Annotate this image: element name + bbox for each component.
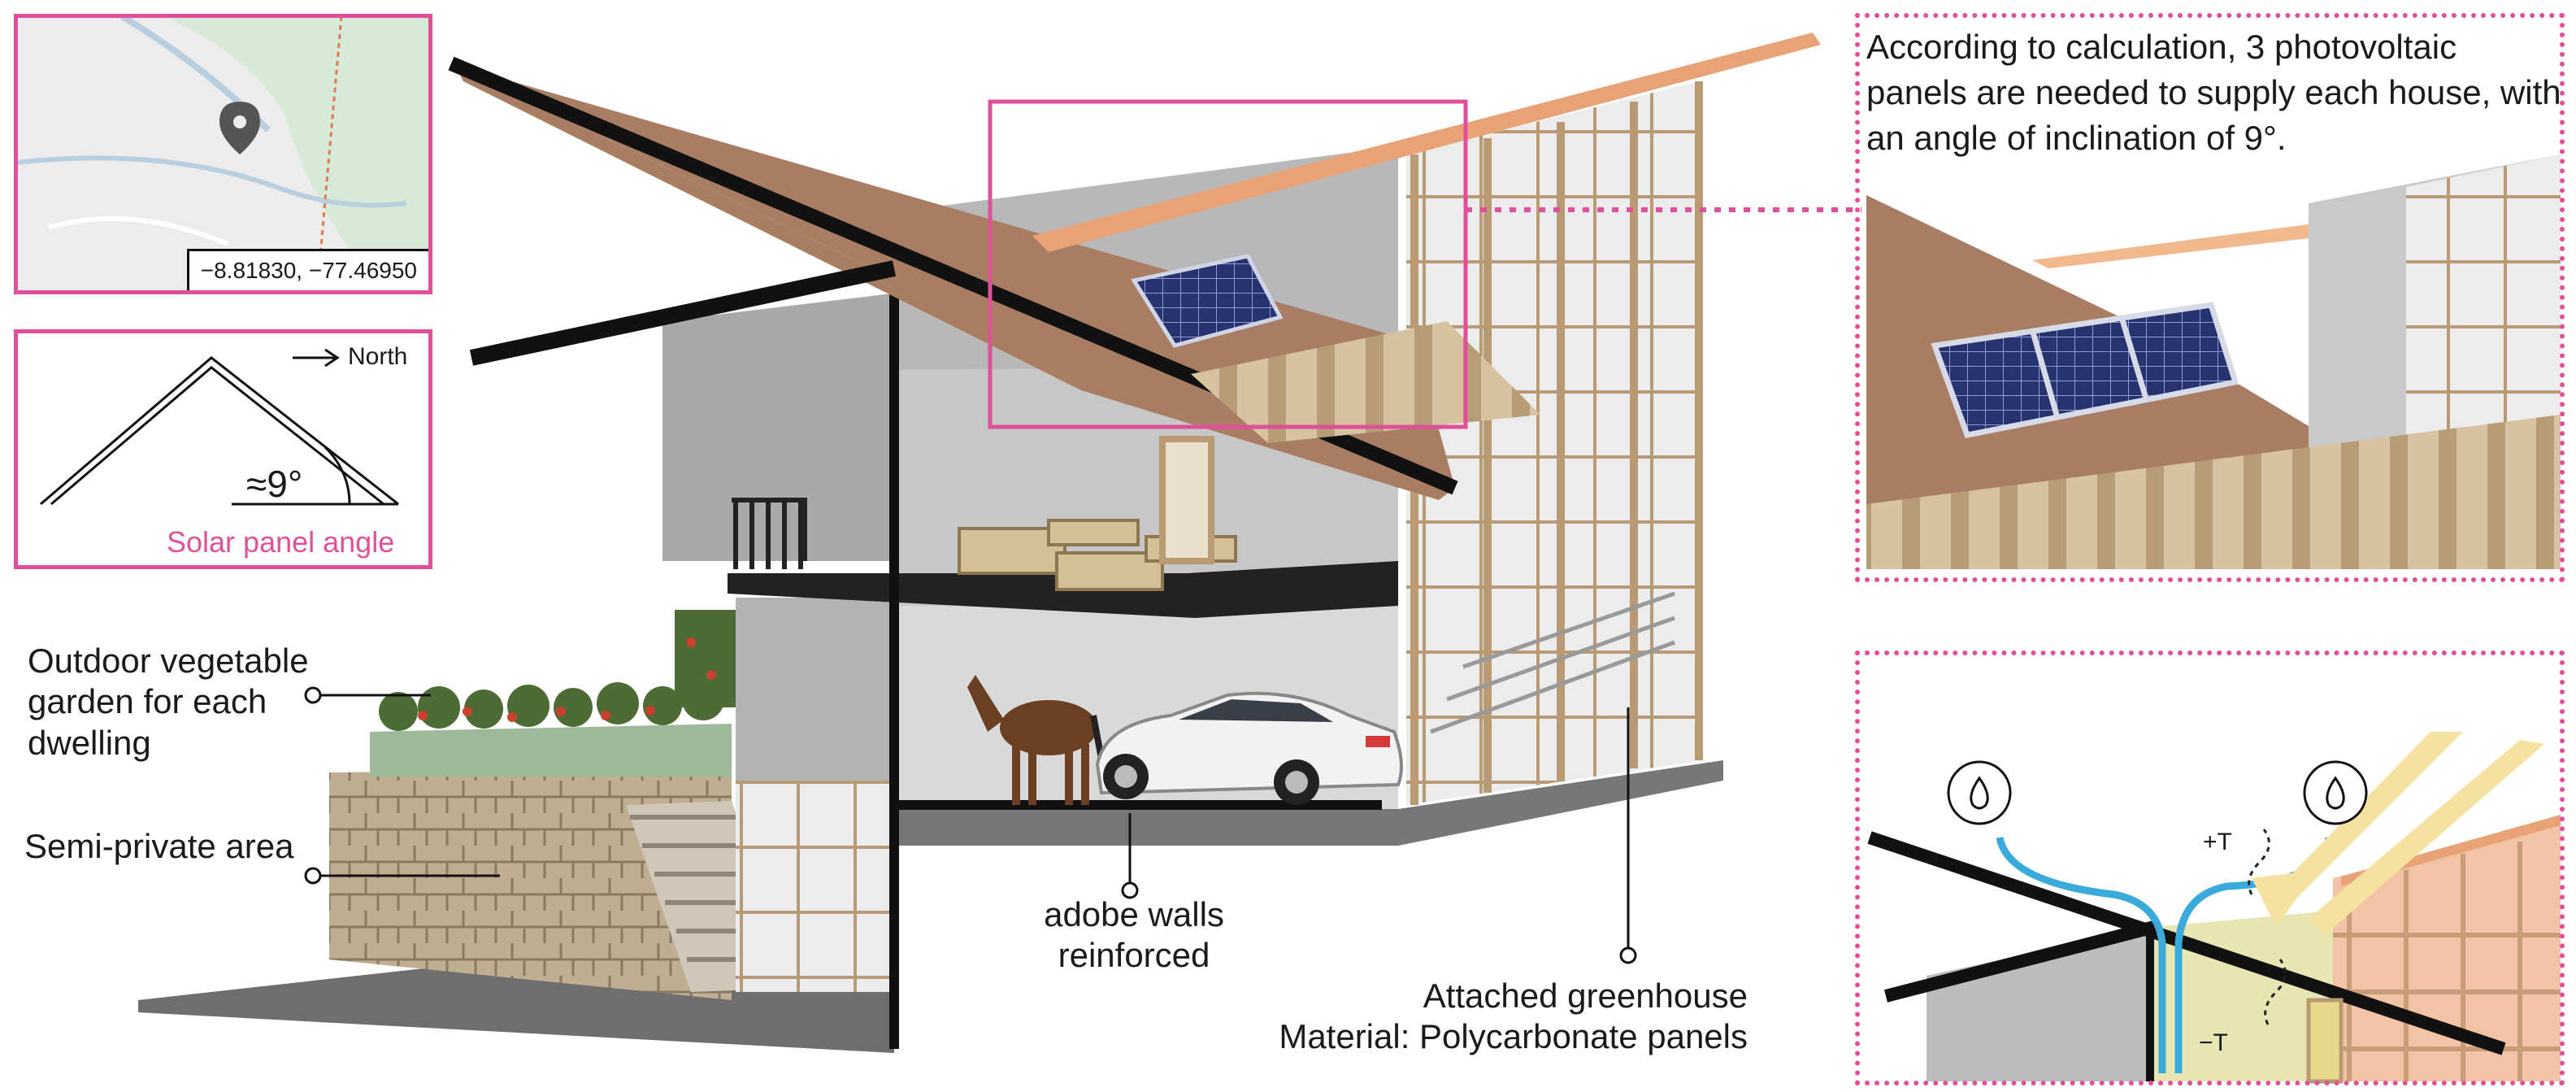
angle-diagram — [40, 348, 399, 506]
section-cut — [889, 289, 1382, 1049]
garden-callout: Outdoor vegetable garden for each dwelli… — [28, 642, 309, 762]
garden-leader-dot — [304, 686, 322, 704]
plus-t-label: +T — [2203, 829, 2232, 855]
upper-roof — [1032, 33, 1821, 252]
map-inset: −8.81830, −77.46950 — [14, 14, 432, 294]
angle-caption: Solar panel angle — [167, 525, 395, 559]
detail-thermal-frame — [1855, 650, 2565, 1085]
greenhouse-stairs — [1430, 591, 1675, 734]
map-drawing — [15, 13, 431, 294]
detail-roof-caption: According to calculation, 3 photovoltaic… — [1866, 28, 2561, 157]
car — [1095, 691, 1403, 805]
angle-value: ≈9° — [246, 463, 303, 505]
adobe-leader-dot — [1121, 881, 1139, 899]
horse — [967, 675, 1109, 805]
detail-roof-view — [1866, 154, 2561, 569]
minus-t-label: −T — [2199, 1029, 2228, 1056]
angle-inset — [14, 329, 432, 569]
lower-floor-slab — [894, 760, 1723, 846]
garden-planter — [370, 724, 732, 777]
upper-floor-wall — [662, 293, 898, 561]
greenhouse-leader-dot — [1619, 946, 1637, 964]
north-arrow-icon — [293, 348, 340, 368]
map-pin-icon — [219, 102, 260, 154]
adobe-callout: adobe walls reinforced — [1044, 895, 1224, 975]
greenhouse-callout: Attached greenhouse Material: Polycarbon… — [1279, 977, 1748, 1056]
detail-roof-frame — [1855, 13, 2565, 582]
eave-left — [469, 260, 897, 366]
water-drop-icon-left — [1947, 760, 2012, 825]
water-drop-icon-right — [2303, 760, 2368, 825]
upper-door — [1159, 436, 1214, 564]
semi-private-label: Semi-private area — [24, 827, 294, 865]
semi-private-leader-dot — [304, 867, 322, 885]
stone-wall — [329, 768, 732, 1000]
pergola — [1191, 321, 1540, 443]
solar-panels-roof — [1130, 254, 1284, 348]
map-coordinates: −8.81830, −77.46950 — [186, 249, 428, 290]
ground-floor-wall — [736, 598, 898, 781]
balcony-rail — [732, 498, 807, 569]
focus-box — [988, 99, 1468, 429]
detail-thermal-view — [1867, 732, 2561, 1084]
north-label: North — [348, 343, 408, 370]
garden-tomatoes — [418, 637, 716, 722]
lower-glass-wall — [736, 781, 890, 992]
greenhouse-glass — [1406, 81, 1703, 805]
